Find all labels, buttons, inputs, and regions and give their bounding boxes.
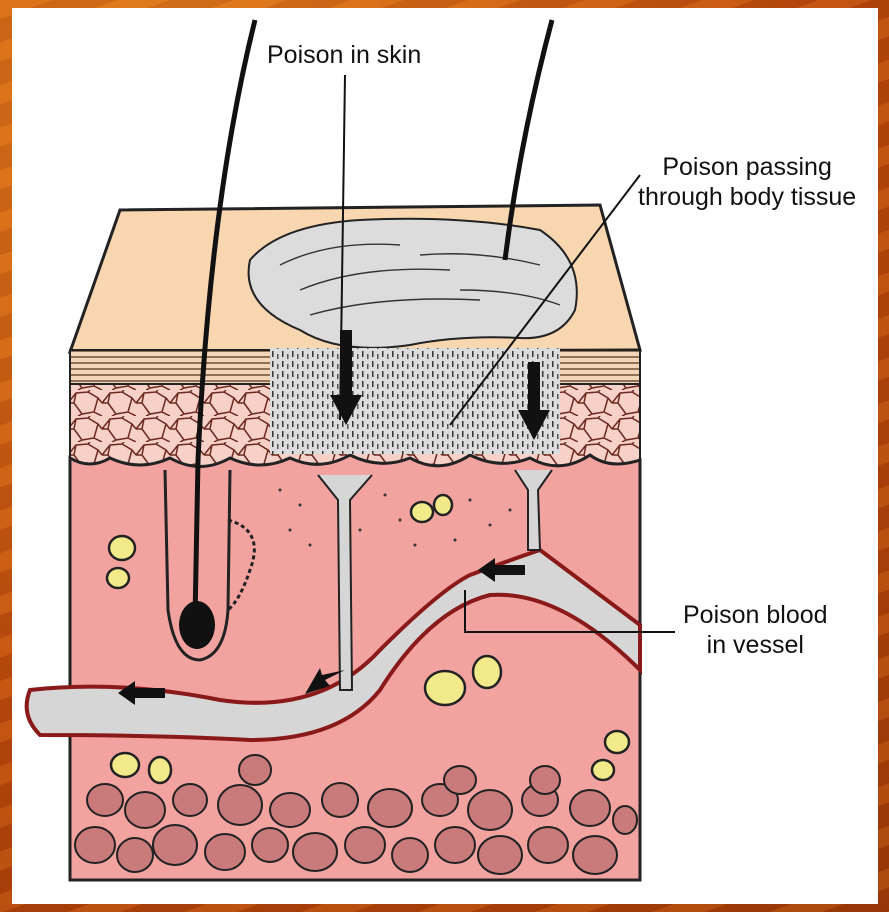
label-poison-blood-line1: Poison blood bbox=[683, 600, 828, 630]
label-poison-passing-line1: Poison passing bbox=[638, 152, 856, 182]
poison-patch bbox=[249, 219, 577, 348]
label-poison-passing: Poison passing through body tissue bbox=[638, 152, 856, 212]
label-poison-blood-line2: in vessel bbox=[683, 630, 828, 660]
label-poison-blood: Poison blood in vessel bbox=[683, 600, 828, 660]
label-poison-passing-line2: through body tissue bbox=[638, 182, 856, 212]
label-poison-in-skin-text: Poison in skin bbox=[267, 40, 421, 70]
label-poison-in-skin: Poison in skin bbox=[267, 40, 421, 70]
poison-column bbox=[270, 348, 560, 454]
